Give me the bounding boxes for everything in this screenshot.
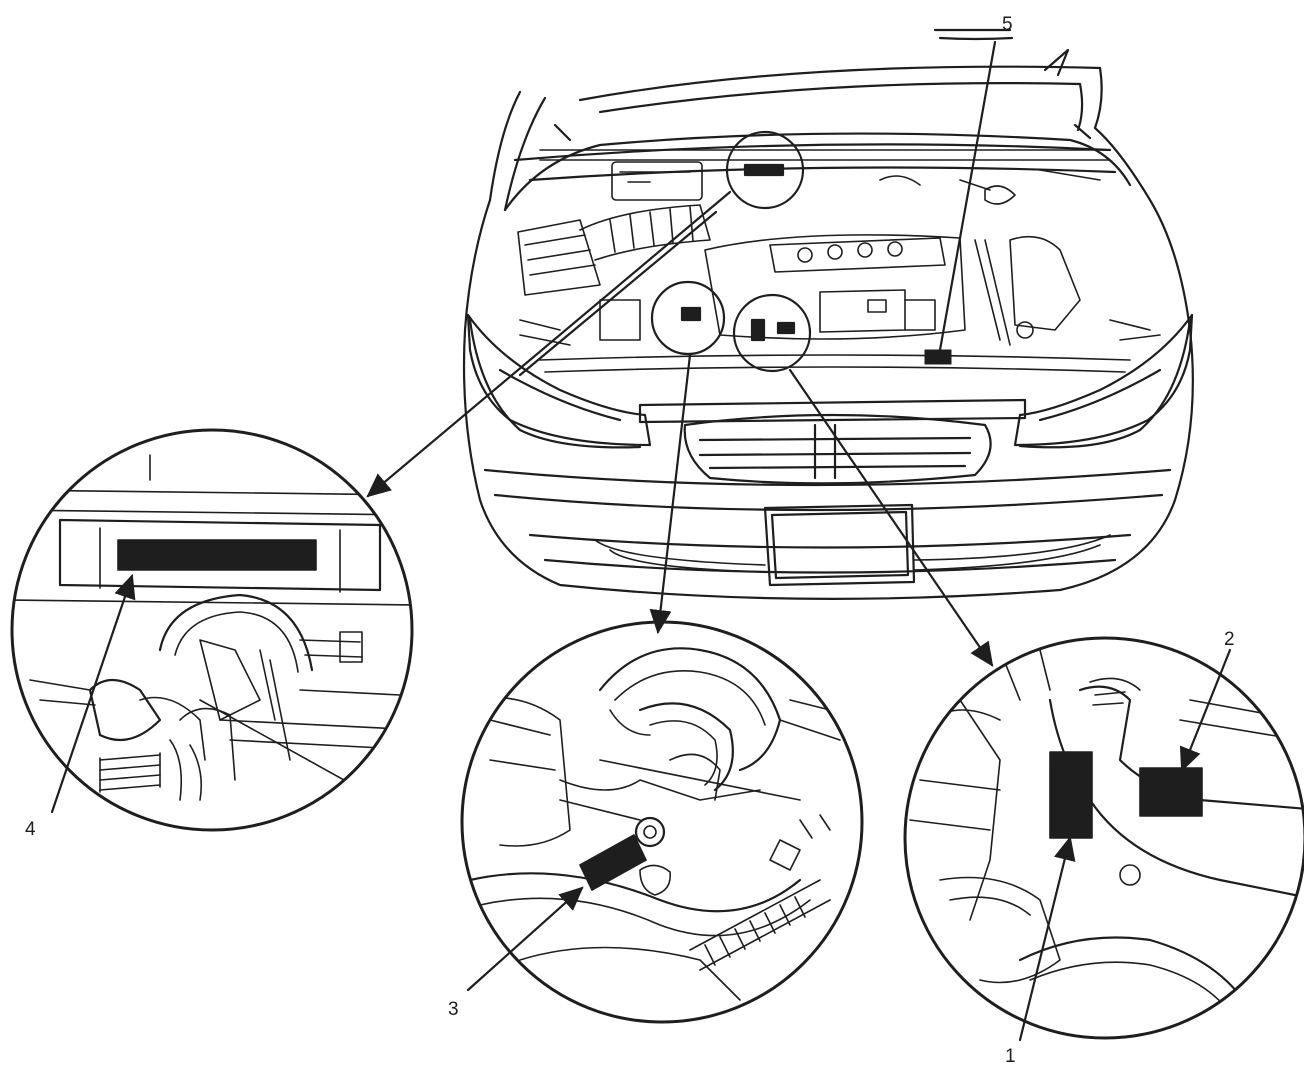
zoom-circle-marker-3	[650, 280, 726, 356]
arrow-to-detail-4	[366, 190, 732, 498]
leader-arrows	[366, 40, 997, 667]
callout-number-4: 4	[25, 819, 36, 840]
car-body-outline	[462, 126, 1194, 600]
arrow-to-detail-4b	[518, 210, 718, 377]
label-marker-5	[924, 349, 952, 365]
arrow-to-detail-3	[649, 353, 692, 635]
car-front-view	[462, 28, 1194, 600]
lower-bumper	[594, 534, 1111, 573]
leader-callout-3	[466, 886, 584, 992]
engine-bay	[517, 149, 1161, 373]
label-patch-2	[1139, 767, 1203, 817]
arrow-to-detail-1-2	[788, 368, 994, 667]
leader-callout-1	[1018, 835, 1076, 1042]
detail-4-frame	[10, 428, 414, 832]
callout-number-5: 5	[1002, 14, 1013, 35]
callout-number-3: 3	[448, 999, 459, 1020]
callout-number-1: 1	[1005, 1046, 1016, 1065]
leader-callout-4	[50, 573, 136, 814]
leader-callout-5	[938, 40, 997, 352]
label-patch-1	[1049, 751, 1093, 839]
detail-1-2-frame	[903, 636, 1304, 1040]
leader-callout-2	[1179, 648, 1232, 773]
license-plate	[763, 503, 916, 587]
headlight-left	[466, 313, 652, 447]
zoom-circle-marker-4	[725, 130, 805, 210]
raised-hood	[488, 28, 1103, 212]
corrugated-hose	[689, 879, 831, 971]
callout-number-2: 2	[1224, 629, 1235, 650]
coil-spring	[99, 752, 161, 793]
detail-view-3	[460, 620, 864, 1024]
zoom-circle-marker-1-2	[732, 293, 812, 373]
grille	[638, 398, 1027, 485]
detail-view-1-2	[903, 636, 1304, 1042]
headlight-right	[1013, 313, 1194, 447]
detail-view-4	[10, 428, 414, 832]
detail-3-frame	[460, 620, 864, 1024]
